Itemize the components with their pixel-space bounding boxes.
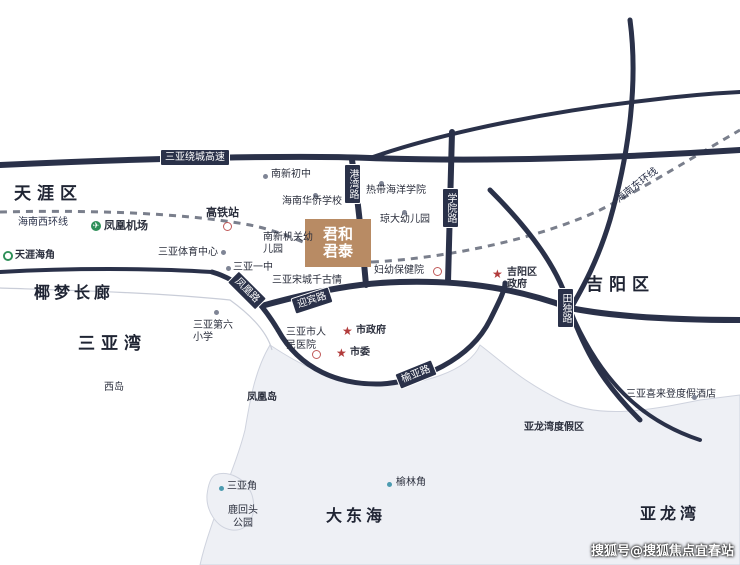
place-maternal: 妇幼保健院 (374, 265, 424, 276)
place-high-speed-rail: 高铁站 (206, 206, 239, 219)
road-label-tianyi: 田独路 (557, 288, 574, 328)
place-fenghuang-island: 凤凰岛 (247, 392, 277, 403)
place-sports-center: 三亚体育中心 (158, 247, 218, 258)
rail-east-ring (371, 128, 740, 264)
place-luhuitou: 鹿回头公园 (228, 505, 258, 529)
cape-icon: ● (3, 251, 13, 261)
place-nanxin-kinder: 南新机关幼儿园 (263, 232, 313, 255)
place-nanxin-middle: 南新初中 (271, 169, 311, 180)
poi-dot (387, 482, 392, 487)
place-tianya-cape: 天涯海角 (15, 250, 55, 261)
place-city-hospital: 三亚市人民医院 (286, 327, 326, 351)
road-north-diagonal (368, 90, 740, 160)
land-dadonghai-peninsula (199, 344, 740, 565)
road-north-jiyang (567, 17, 636, 313)
station-icon (223, 222, 232, 231)
poi-dot (221, 250, 226, 255)
committee-star-icon: ★ (336, 346, 347, 360)
place-yulin-cape: 榆林角 (396, 477, 426, 488)
land-luhuitou (206, 473, 255, 531)
district-coconut: 椰梦长廊 (34, 283, 115, 302)
place-city-gov: 市政府 (356, 325, 386, 336)
road-sanya-wan (0, 267, 214, 274)
hospital-icon (433, 267, 442, 276)
place-hilton: 三亚喜来登度假酒店 (626, 389, 716, 400)
district-yalong-bay: 亚龙湾 (640, 504, 701, 523)
place-jiyang-gov: 吉阳区政府 (507, 267, 537, 290)
place-songcheng: 三亚宋城千古情 (272, 275, 342, 286)
poi-dot (313, 193, 318, 198)
road-label-ring-expressway: 三亚绕城高速 (160, 149, 230, 166)
project-name-line2: 君泰 (322, 242, 353, 260)
rail-lines (0, 128, 740, 264)
poi-dot (692, 395, 697, 400)
road-label-west-ring: 海南西环线 (18, 217, 68, 228)
airport-icon: ✈ (91, 221, 101, 231)
road-label-gangwan: 港湾路 (344, 164, 361, 204)
watermark: 搜狐号@搜狐焦点宜春站 (590, 544, 734, 559)
road-jiyang-east (568, 308, 702, 442)
project-marker: 君和 君泰 (305, 219, 371, 267)
place-city-committee: 市委 (350, 347, 370, 358)
place-huaqiao-school: 海南华侨学校 (282, 196, 342, 207)
poi-dot (214, 310, 219, 315)
poi-dot (379, 181, 384, 186)
land-areas (199, 344, 740, 565)
project-name-line1: 君和 (322, 224, 353, 243)
place-yalong-resort: 亚龙湾度假区 (524, 422, 584, 433)
poi-dot (402, 210, 407, 215)
place-sanya-no6: 三亚第六小学 (193, 320, 233, 343)
rail-west-ring (0, 209, 373, 264)
road-label-xueyuan: 学院路 (442, 188, 459, 228)
place-tropical-ocean: 热带海洋学院 (366, 185, 426, 196)
government-star-icon: ★ (342, 324, 353, 338)
district-tianya: 天涯区 (14, 184, 83, 204)
district-jiyang: 吉阳区 (586, 275, 655, 295)
government-star-icon: ★ (492, 267, 503, 281)
poi-dot (263, 174, 268, 179)
place-sanya-no1: 三亚一中 (233, 262, 273, 273)
poi-dot (226, 266, 231, 271)
district-sanya-bay: 三亚湾 (78, 334, 147, 354)
place-xidao: 西岛 (104, 382, 124, 393)
poi-dot (219, 486, 224, 491)
place-phoenix-airport: 凤凰机场 (104, 219, 148, 232)
hospital-icon (312, 350, 321, 359)
place-sanya-cape: 三亚角 (227, 481, 257, 492)
district-dadonghai: 大东海 (326, 506, 387, 525)
place-qiongda-kinder: 琼大幼儿园 (380, 214, 430, 225)
